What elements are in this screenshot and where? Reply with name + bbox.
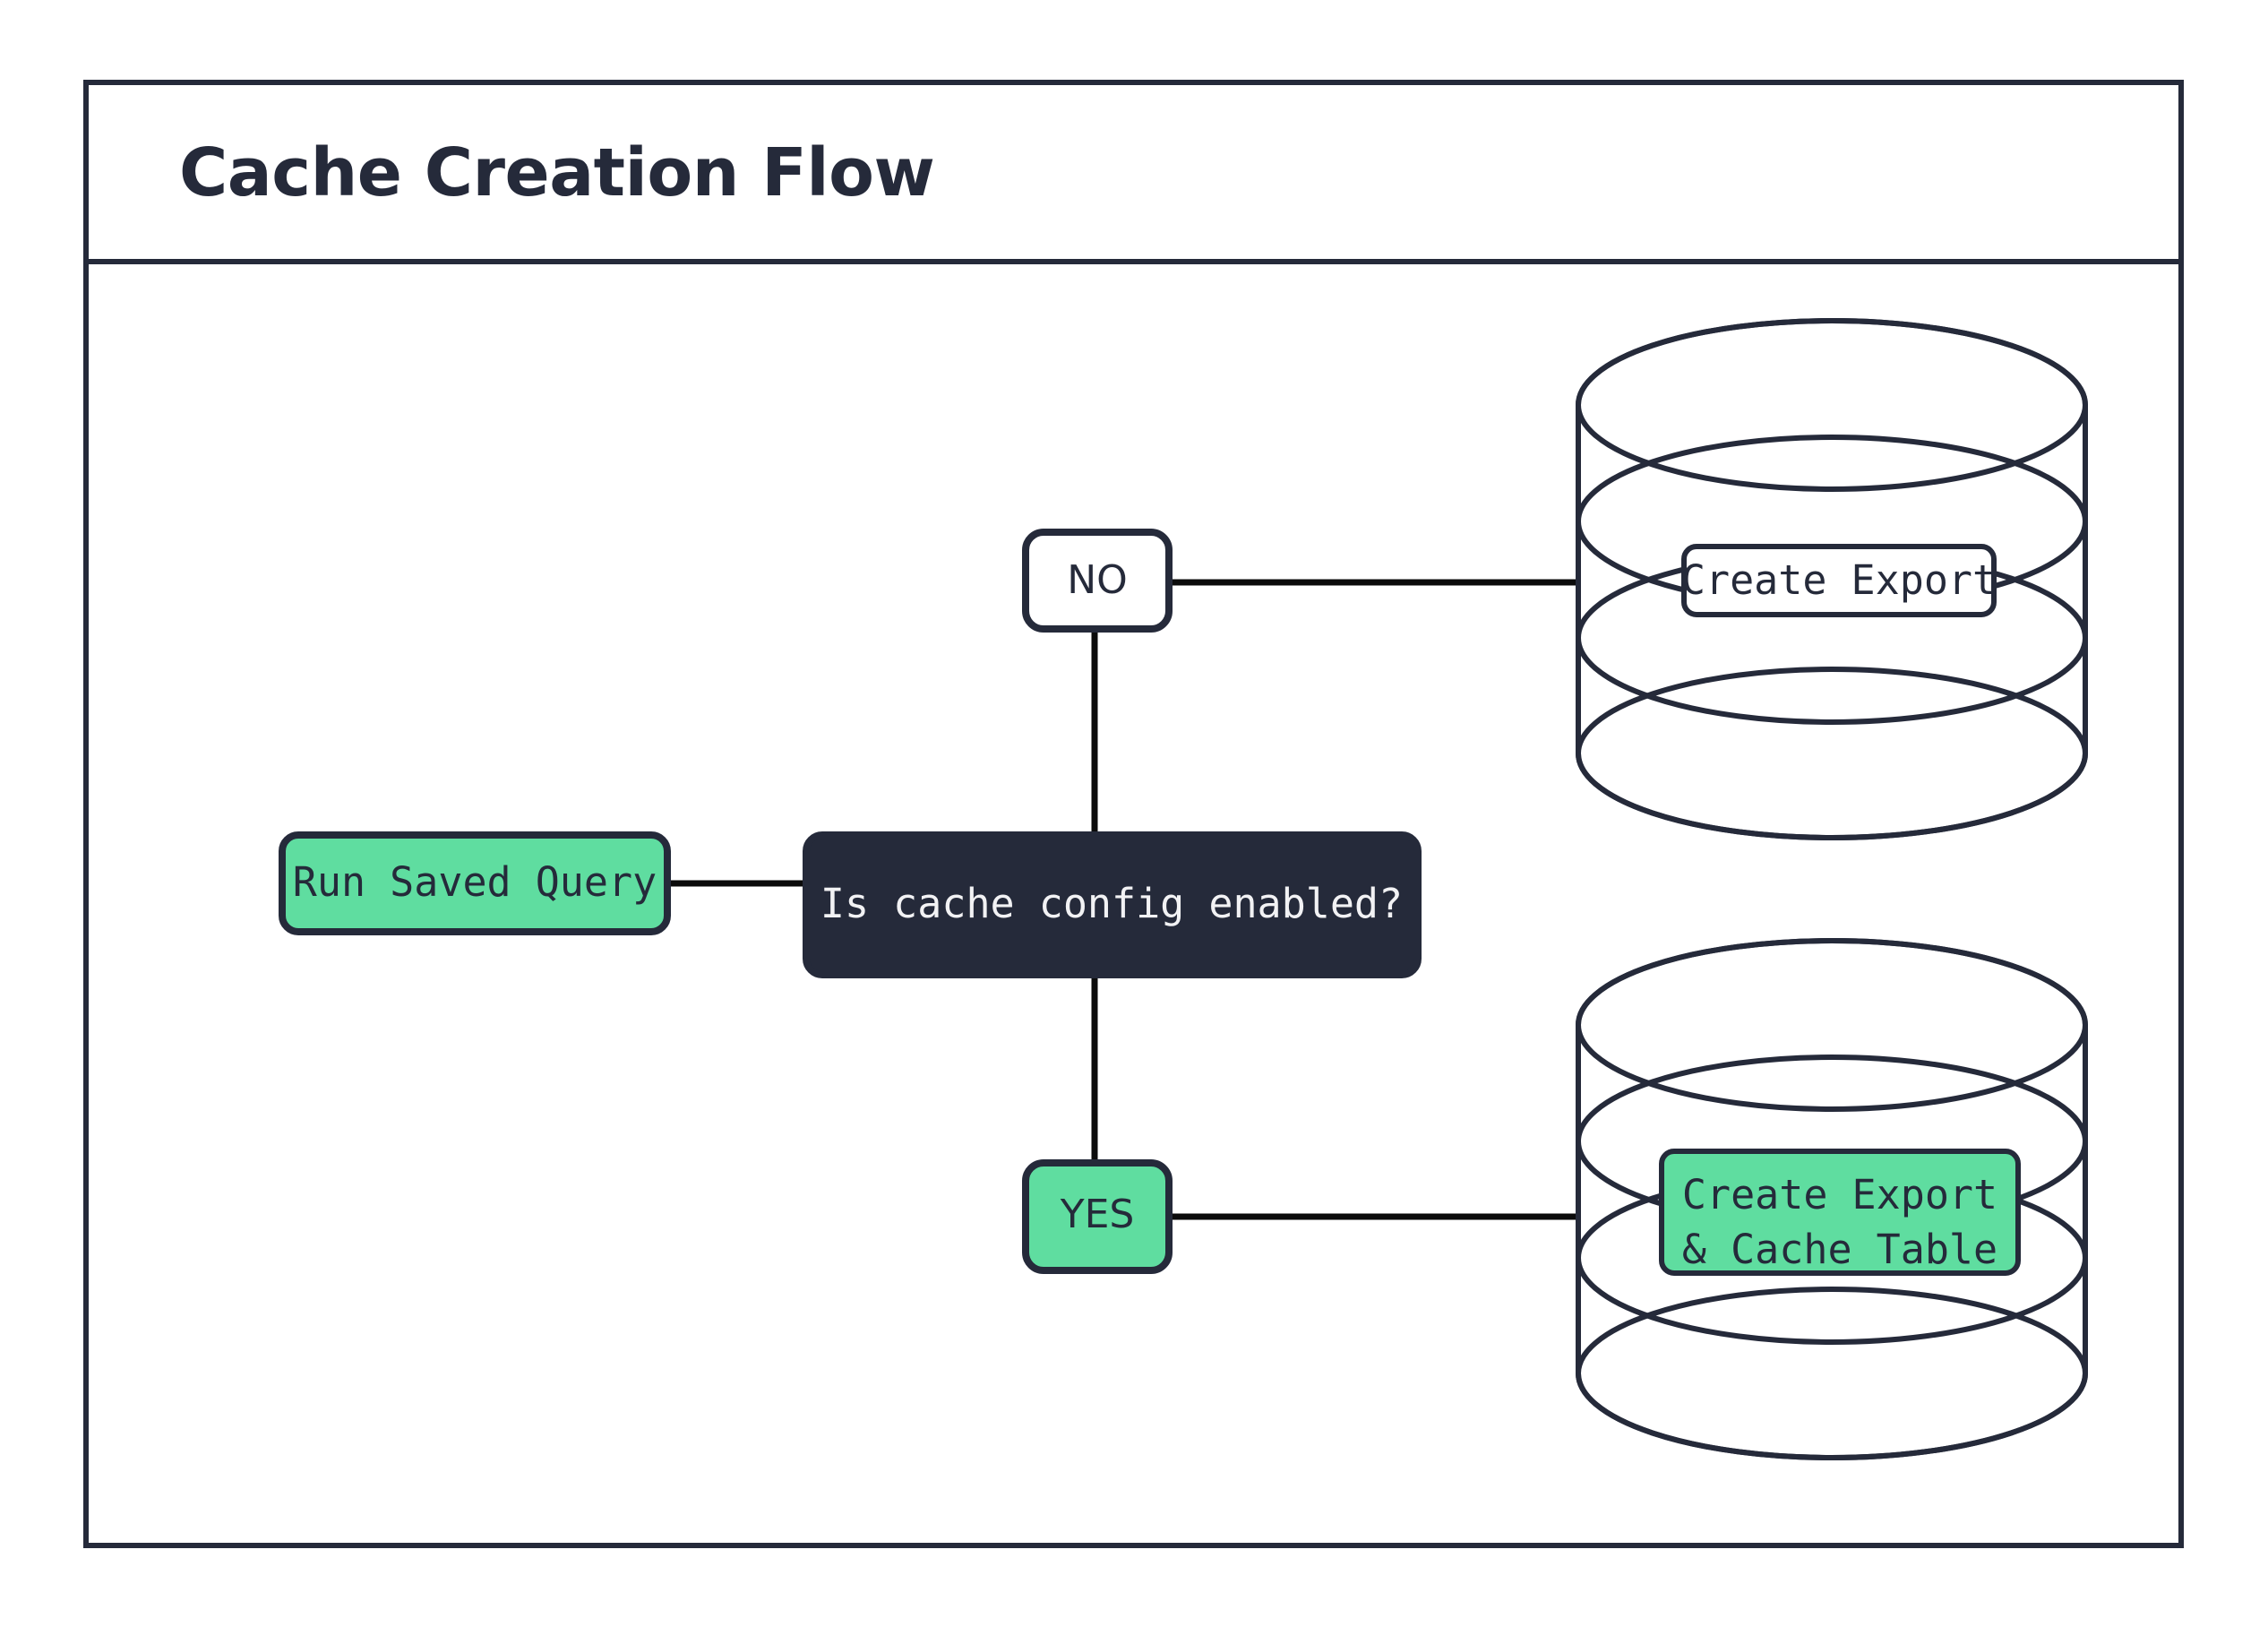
branch-yes-box[interactable]	[1022, 1159, 1173, 1274]
page-title: Cache Creation Flow	[179, 134, 934, 211]
database-label-line-1: Create Export	[1682, 1171, 1997, 1218]
cylinder-disk-4	[1576, 1287, 2088, 1460]
decision-cache-config-node[interactable]: Is cache config enabled?	[803, 831, 1422, 978]
cylinder-disk-1	[1576, 318, 2088, 492]
branch-no-node[interactable]: NO	[1022, 529, 1173, 633]
database-create-export[interactable]: Create Export	[1576, 318, 2088, 840]
database-label: Create Export	[1681, 556, 1997, 604]
database-label-plate	[1681, 544, 1997, 617]
decision-cache-config-label: Is cache config enabled?	[820, 880, 1403, 927]
cylinder-disk-1	[1576, 938, 2088, 1112]
run-saved-query-label: Run Saved Query	[293, 858, 657, 906]
run-saved-query-node[interactable]: Run Saved Query	[279, 831, 671, 935]
run-saved-query-box[interactable]	[279, 831, 671, 935]
edge-layer	[667, 579, 1603, 1220]
cylinder-disk-4	[1576, 667, 2088, 840]
database-label-plate	[1659, 1149, 2021, 1276]
database-label-line-2: & Cache Table	[1682, 1226, 1997, 1273]
database-create-export-cache-table[interactable]: Create Export & Cache Table	[1576, 938, 2088, 1460]
branch-yes-label: YES	[1060, 1192, 1135, 1237]
branch-no-box[interactable]	[1022, 529, 1173, 633]
branch-no-label: NO	[1067, 557, 1128, 603]
branch-yes-node[interactable]: YES	[1022, 1159, 1173, 1274]
decision-cache-config-box[interactable]	[803, 831, 1422, 978]
